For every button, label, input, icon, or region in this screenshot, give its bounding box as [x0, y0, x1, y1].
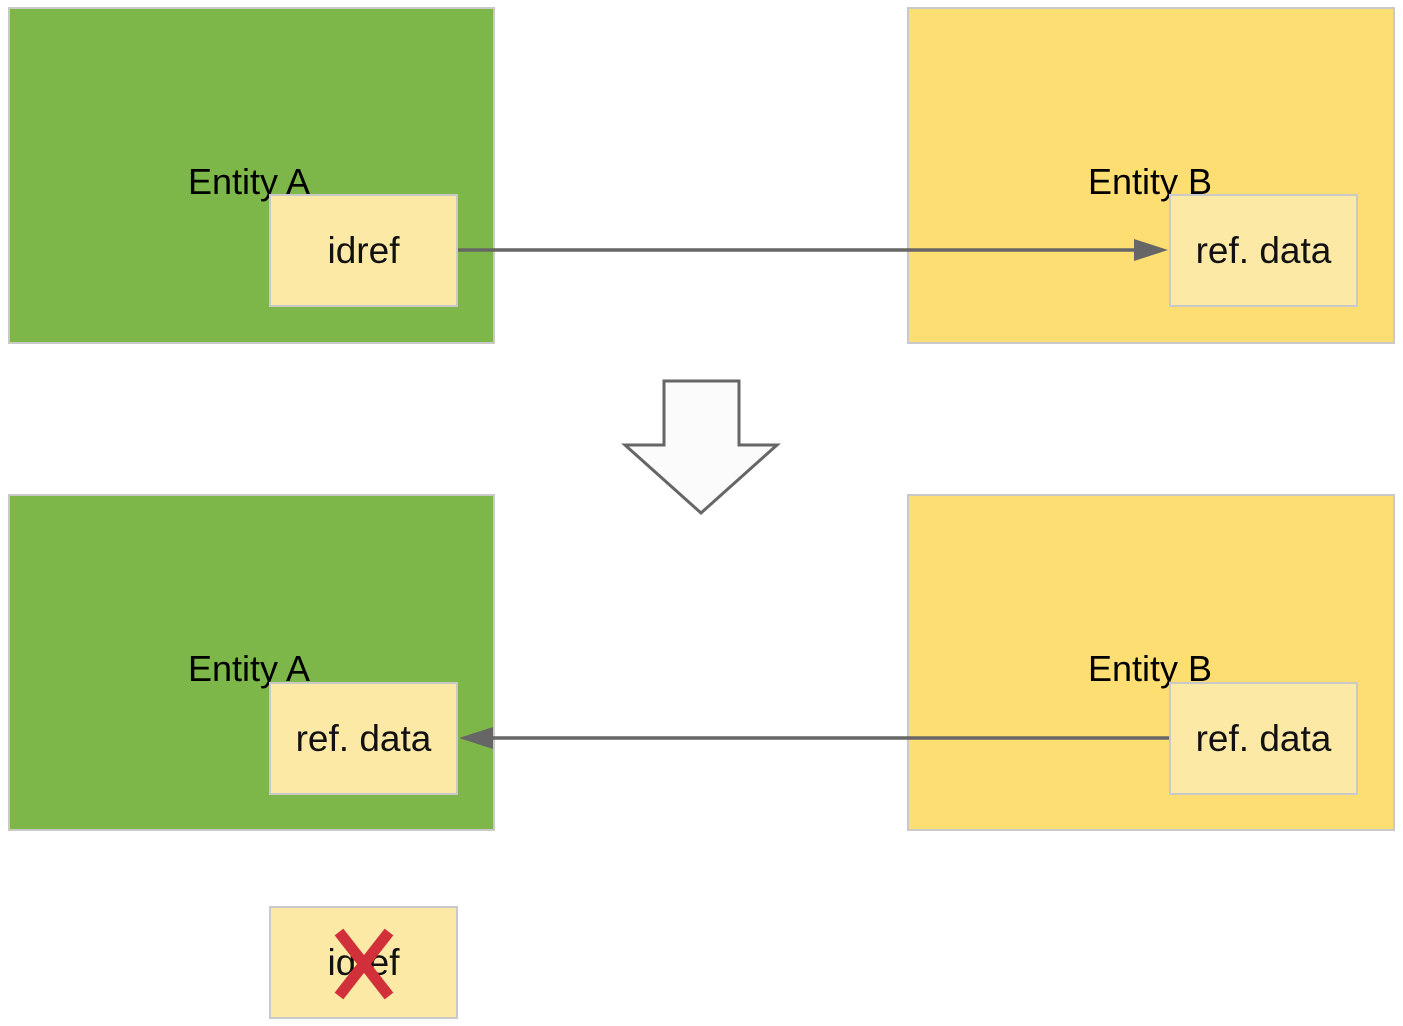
bottom-entity-b-ref-data-box: ref. data — [1169, 682, 1358, 795]
transformation-down-arrow-icon — [621, 379, 781, 516]
top-entity-a: Entity A — [8, 7, 495, 344]
top-entity-b-ref-data-box: ref. data — [1169, 194, 1358, 307]
top-entity-b-label: Entity B — [1088, 161, 1213, 202]
top-entity-a-label: Entity A — [188, 161, 311, 202]
top-entity-a-idref-box: idref — [269, 194, 458, 307]
bottom-entity-b-label: Entity B — [1088, 648, 1213, 689]
removed-idref-box: idref — [269, 906, 458, 1019]
bottom-entity-a-label: Entity A — [188, 648, 311, 689]
bottom-entity-a-ref-data-box: ref. data — [269, 682, 458, 795]
